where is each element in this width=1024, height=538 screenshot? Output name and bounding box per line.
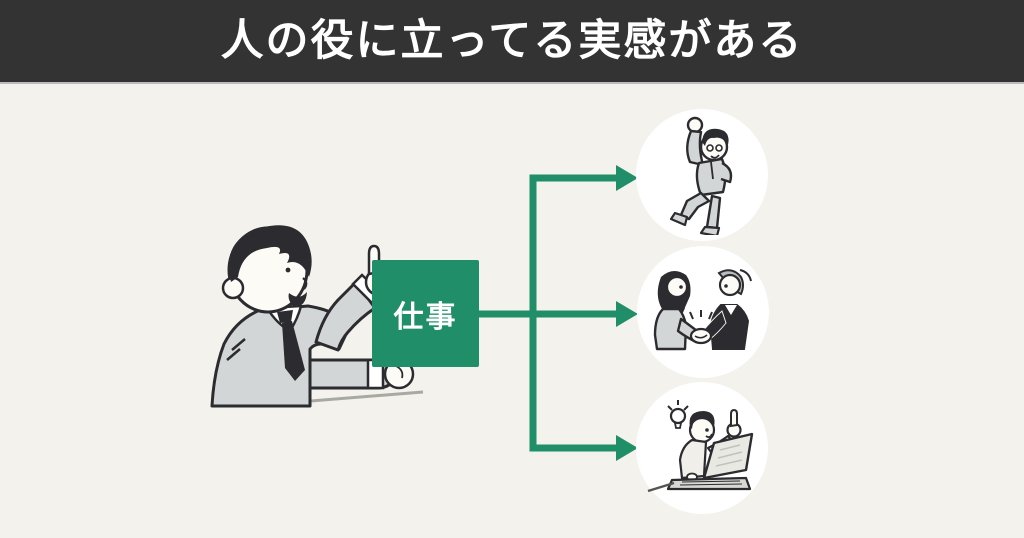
outcome-circle-idea-laptop [636,382,768,514]
page-title: 人の役に立ってる実感がある [220,16,804,65]
pointing-businessman-icon [210,225,424,408]
connector-arrows [478,165,638,461]
outcome-circle-celebration [636,109,768,241]
celebrating-person-icon [669,116,733,235]
outcome-circle-handshake [637,246,769,378]
handshake-icon [653,268,752,350]
idea-at-laptop-icon [647,400,754,493]
header-banner: 人の役に立ってる実感がある [0,0,1024,84]
work-node: 仕事 [372,260,479,367]
work-node-label: 仕事 [393,300,458,334]
